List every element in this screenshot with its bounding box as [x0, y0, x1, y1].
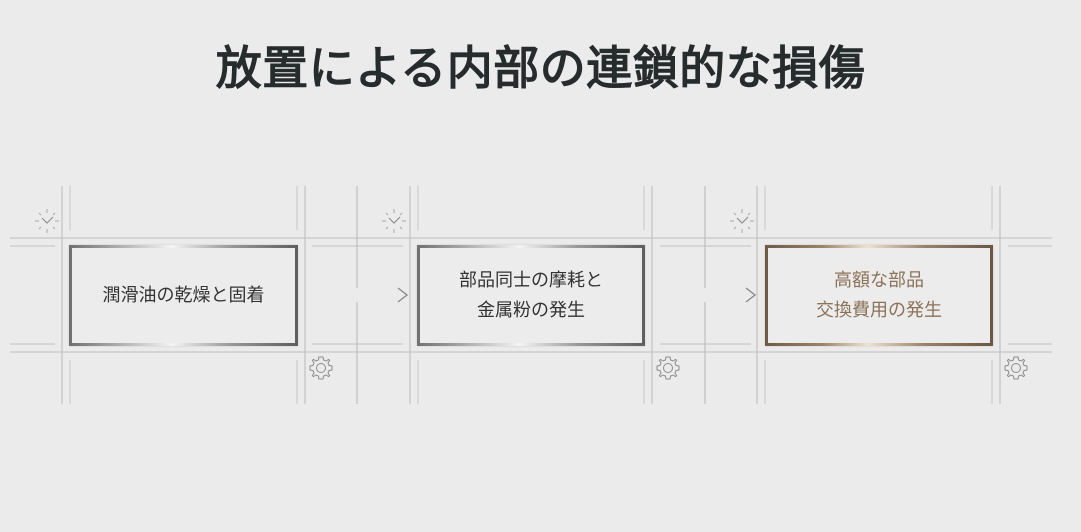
- step-label: 潤滑油の乾燥と固着: [102, 284, 265, 306]
- short-vertical-lines: [69, 186, 993, 404]
- clock-icon: [730, 209, 754, 233]
- step-box-1: 潤滑油の乾燥と固着: [69, 245, 298, 346]
- step-box-3: 高額な部品 交換費用の発生: [765, 245, 993, 346]
- diagram-title: 放置による内部の連鎖的な損傷: [215, 41, 866, 95]
- gear-icon: [309, 356, 333, 380]
- step-label: 部品同士の摩耗と 金属粉の発生: [459, 269, 603, 321]
- horizontal-grid-lines: [10, 237, 1052, 353]
- connector-arrow-1: [305, 287, 409, 303]
- step-label: 高額な部品 交換費用の発生: [816, 269, 942, 321]
- gear-icon: [1004, 356, 1028, 380]
- connector-arrow-2: [652, 287, 757, 303]
- clock-icon: [35, 209, 59, 233]
- gear-icon: [656, 356, 680, 380]
- step-box-2: 部品同士の摩耗と 金属粉の発生: [417, 245, 645, 346]
- clock-icon: [382, 209, 406, 233]
- connector-vertical-lines: [356, 186, 706, 404]
